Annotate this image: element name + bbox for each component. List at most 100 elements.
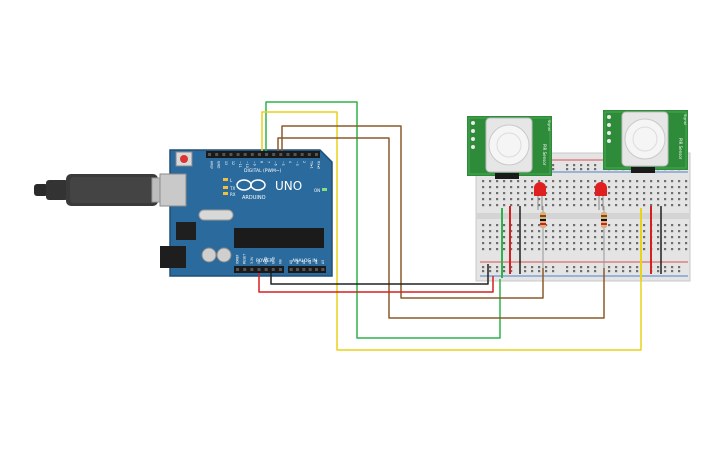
breadboard-hole[interactable] bbox=[573, 168, 576, 171]
breadboard-hole[interactable] bbox=[608, 180, 611, 183]
breadboard-hole[interactable] bbox=[482, 192, 485, 195]
breadboard-hole[interactable] bbox=[573, 242, 576, 245]
digital-pin-3[interactable] bbox=[229, 153, 233, 156]
breadboard-hole[interactable] bbox=[643, 192, 646, 195]
breadboard-hole[interactable] bbox=[538, 236, 541, 239]
power-pin-1[interactable] bbox=[243, 268, 247, 271]
breadboard-hole[interactable] bbox=[678, 224, 681, 227]
wire-red[interactable] bbox=[258, 273, 494, 293]
breadboard-hole[interactable] bbox=[524, 224, 527, 227]
breadboard-hole[interactable] bbox=[671, 186, 674, 189]
digital-pin-10[interactable] bbox=[279, 153, 283, 156]
breadboard-hole[interactable] bbox=[538, 248, 541, 251]
breadboard-hole[interactable] bbox=[601, 180, 604, 183]
breadboard-hole[interactable] bbox=[615, 266, 618, 269]
analog-pin-4[interactable] bbox=[315, 268, 318, 271]
analog-pin-5[interactable] bbox=[321, 268, 325, 271]
breadboard-hole[interactable] bbox=[552, 180, 555, 183]
breadboard-hole[interactable] bbox=[615, 192, 618, 195]
breadboard-hole[interactable] bbox=[636, 204, 639, 207]
breadboard-hole[interactable] bbox=[587, 230, 590, 233]
breadboard-hole[interactable] bbox=[657, 198, 660, 201]
breadboard-hole[interactable] bbox=[587, 192, 590, 195]
breadboard-hole[interactable] bbox=[482, 248, 485, 251]
breadboard-hole[interactable] bbox=[559, 186, 562, 189]
breadboard-hole[interactable] bbox=[622, 266, 625, 269]
pir-sensor-2[interactable]: PIR Sensor Signal bbox=[603, 110, 688, 173]
breadboard-hole[interactable] bbox=[643, 180, 646, 183]
breadboard-hole[interactable] bbox=[531, 236, 534, 239]
wire-green[interactable] bbox=[265, 101, 501, 339]
wire-yellow[interactable] bbox=[261, 111, 642, 351]
breadboard-hole[interactable] bbox=[587, 248, 590, 251]
breadboard-hole[interactable] bbox=[664, 230, 667, 233]
breadboard-hole[interactable] bbox=[573, 186, 576, 189]
breadboard-hole[interactable] bbox=[615, 236, 618, 239]
breadboard-hole[interactable] bbox=[657, 270, 660, 273]
breadboard-hole[interactable] bbox=[636, 236, 639, 239]
breadboard-hole[interactable] bbox=[664, 270, 667, 273]
breadboard-hole[interactable] bbox=[587, 270, 590, 273]
breadboard-hole[interactable] bbox=[650, 186, 653, 189]
breadboard-hole[interactable] bbox=[636, 180, 639, 183]
breadboard-hole[interactable] bbox=[671, 236, 674, 239]
breadboard-hole[interactable] bbox=[517, 230, 520, 233]
breadboard-hole[interactable] bbox=[524, 242, 527, 245]
breadboard-hole[interactable] bbox=[601, 236, 604, 239]
breadboard-hole[interactable] bbox=[566, 266, 569, 269]
breadboard-hole[interactable] bbox=[566, 180, 569, 183]
breadboard-hole[interactable] bbox=[580, 168, 583, 171]
breadboard-hole[interactable] bbox=[594, 198, 597, 201]
breadboard-hole[interactable] bbox=[580, 164, 583, 167]
breadboard-hole[interactable] bbox=[608, 266, 611, 269]
digital-pin-8[interactable] bbox=[265, 153, 269, 156]
breadboard-hole[interactable] bbox=[580, 186, 583, 189]
breadboard-hole[interactable] bbox=[489, 266, 492, 269]
breadboard-hole[interactable] bbox=[622, 204, 625, 207]
breadboard-hole[interactable] bbox=[636, 224, 639, 227]
breadboard-hole[interactable] bbox=[594, 204, 597, 207]
power-pin-3[interactable] bbox=[257, 268, 261, 271]
breadboard-hole[interactable] bbox=[678, 242, 681, 245]
breadboard-hole[interactable] bbox=[678, 204, 681, 207]
breadboard-hole[interactable] bbox=[517, 224, 520, 227]
pir-sensor-1[interactable]: PIR Sensor Signal bbox=[467, 116, 552, 179]
breadboard-hole[interactable] bbox=[545, 198, 548, 201]
breadboard-hole[interactable] bbox=[629, 230, 632, 233]
breadboard-hole[interactable] bbox=[545, 242, 548, 245]
breadboard-hole[interactable] bbox=[496, 204, 499, 207]
breadboard-hole[interactable] bbox=[594, 248, 597, 251]
breadboard-hole[interactable] bbox=[629, 224, 632, 227]
breadboard-hole[interactable] bbox=[496, 248, 499, 251]
breadboard-hole[interactable] bbox=[559, 180, 562, 183]
digital-pin-4[interactable] bbox=[236, 153, 240, 156]
breadboard-hole[interactable] bbox=[496, 266, 499, 269]
breadboard-hole[interactable] bbox=[559, 242, 562, 245]
breadboard-hole[interactable] bbox=[482, 186, 485, 189]
breadboard-hole[interactable] bbox=[482, 230, 485, 233]
breadboard-hole[interactable] bbox=[643, 198, 646, 201]
breadboard-hole[interactable] bbox=[573, 224, 576, 227]
breadboard-hole[interactable] bbox=[524, 270, 527, 273]
breadboard-hole[interactable] bbox=[594, 224, 597, 227]
breadboard-hole[interactable] bbox=[629, 186, 632, 189]
breadboard-hole[interactable] bbox=[489, 180, 492, 183]
breadboard-hole[interactable] bbox=[615, 242, 618, 245]
breadboard-hole[interactable] bbox=[580, 198, 583, 201]
breadboard-hole[interactable] bbox=[608, 224, 611, 227]
breadboard-hole[interactable] bbox=[489, 242, 492, 245]
breadboard-hole[interactable] bbox=[573, 204, 576, 207]
breadboard-hole[interactable] bbox=[580, 180, 583, 183]
breadboard-hole[interactable] bbox=[685, 204, 688, 207]
breadboard-hole[interactable] bbox=[566, 186, 569, 189]
breadboard-hole[interactable] bbox=[601, 204, 604, 207]
breadboard-hole[interactable] bbox=[524, 230, 527, 233]
breadboard-hole[interactable] bbox=[573, 180, 576, 183]
breadboard-hole[interactable] bbox=[594, 236, 597, 239]
breadboard-hole[interactable] bbox=[657, 224, 660, 227]
breadboard-hole[interactable] bbox=[636, 186, 639, 189]
breadboard-hole[interactable] bbox=[636, 248, 639, 251]
breadboard-hole[interactable] bbox=[517, 192, 520, 195]
breadboard-hole[interactable] bbox=[685, 224, 688, 227]
breadboard-hole[interactable] bbox=[545, 248, 548, 251]
